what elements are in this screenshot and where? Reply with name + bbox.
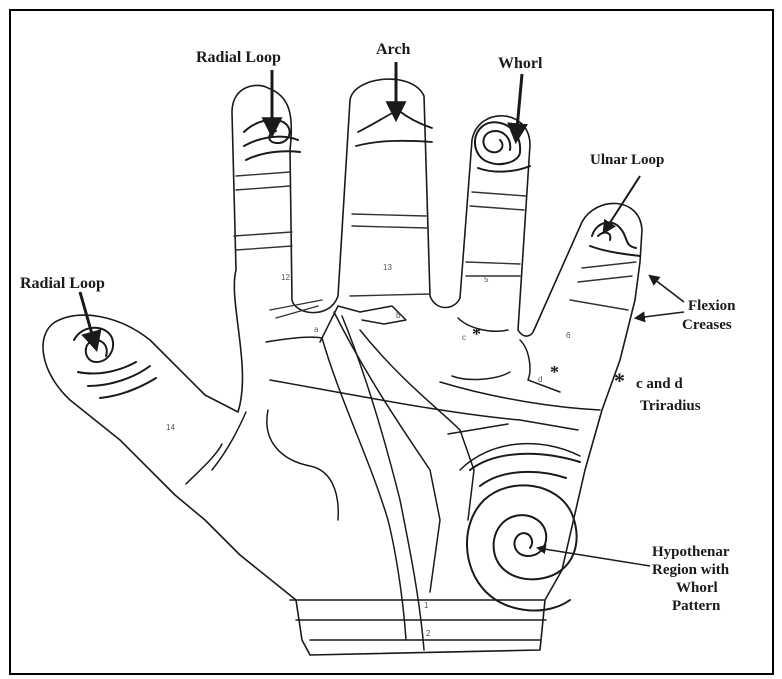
triradius-d-star: *	[550, 362, 559, 382]
label-hypothenar-line4: Pattern	[672, 598, 721, 614]
label-radial-loop-thumb: Radial Loop	[20, 275, 105, 292]
area-label-1: 1	[424, 601, 429, 610]
area-label-14: 14	[166, 423, 175, 432]
area-label-5: 5	[484, 275, 489, 284]
label-hypothenar-line1: Hypothenar	[652, 544, 730, 560]
triradius-c-label: c	[462, 333, 466, 342]
palm-lines	[186, 306, 600, 650]
label-ulnar-loop: Ulnar Loop	[590, 152, 664, 168]
thumb-radial-loop-pattern	[74, 328, 156, 398]
label-whorl: Whorl	[498, 55, 543, 72]
label-triradius-line1: c and d	[636, 376, 683, 392]
triradius-b-label: b	[396, 311, 401, 320]
hypothenar-whorl-pattern	[467, 454, 580, 611]
middle-arch-pattern	[356, 110, 432, 146]
label-triradius-star: *	[614, 368, 625, 393]
label-radial-loop-index: Radial Loop	[196, 49, 281, 66]
label-hypothenar-line2: Region with	[652, 562, 730, 578]
triradius-c-star: *	[472, 324, 481, 344]
label-hypothenar-line3: Whorl	[676, 580, 718, 596]
finger-flexion-creases	[234, 172, 636, 318]
triradius-a-label: a	[314, 325, 319, 334]
label-flexion-line2: Creases	[682, 317, 732, 333]
label-arch: Arch	[376, 41, 410, 58]
label-triradius-line2: Triradius	[640, 398, 701, 414]
label-flexion-line1: Flexion	[688, 298, 736, 314]
little-ulnar-loop-pattern	[590, 222, 640, 256]
ring-whorl-pattern	[475, 122, 530, 171]
area-label-13: 13	[383, 263, 392, 272]
area-label-2: 2	[426, 629, 431, 638]
triradius-d-label: d	[538, 375, 542, 384]
area-label-12: 12	[281, 273, 290, 282]
area-label-6: 6	[566, 331, 571, 340]
